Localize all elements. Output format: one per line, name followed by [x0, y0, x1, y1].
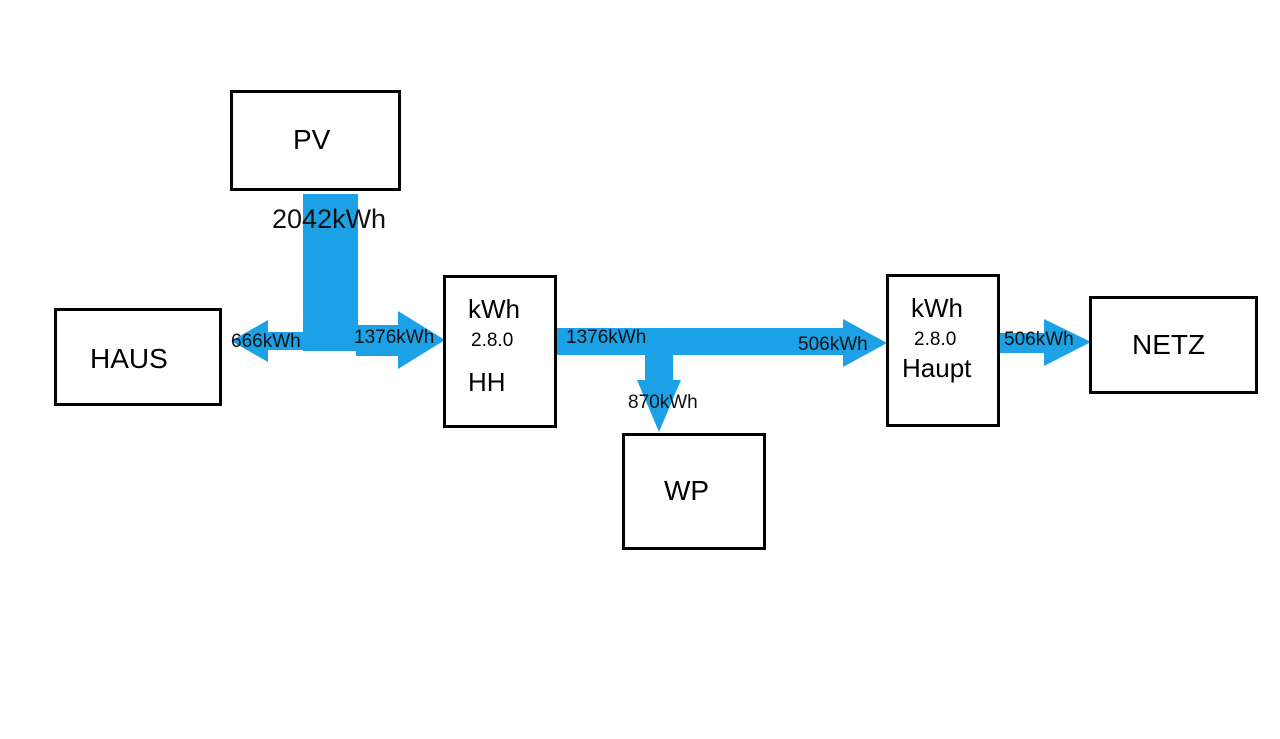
- pv-trunk-flow: [303, 194, 358, 351]
- hh-inflow-label: 1376kWh: [354, 327, 435, 348]
- wp-node: WP: [622, 433, 766, 550]
- haus-node: HAUS: [54, 308, 222, 406]
- haus-label: HAUS: [90, 343, 168, 374]
- haus-flow-shaft: [262, 332, 307, 350]
- pv-total-flow-label: 2042kWh: [272, 204, 387, 234]
- hh-meter-node: kWh 2.8.0 HH: [443, 275, 557, 428]
- netz-arrowhead: [1044, 319, 1091, 366]
- hh-meter-name: HH: [468, 367, 506, 397]
- haupt-arrowhead: [843, 319, 887, 367]
- haupt-meter-name: Haupt: [902, 353, 972, 383]
- netz-label: NETZ: [1132, 329, 1206, 360]
- netz-node: NETZ: [1089, 296, 1258, 394]
- haupt-meter-node: kWh 2.8.0 Haupt: [886, 274, 1000, 427]
- hh-meter-code: 2.8.0: [471, 330, 514, 351]
- pv-node: PV: [230, 90, 401, 191]
- netz-flow-label: 506kWh: [1004, 329, 1074, 350]
- netz-flow-shaft: [1000, 333, 1050, 353]
- wp-flow-shaft: [645, 352, 673, 382]
- haus-arrowhead: [231, 320, 268, 362]
- haupt-meter-code: 2.8.0: [914, 329, 957, 350]
- flow-shapes: [231, 194, 1091, 432]
- hh-arrowhead: [398, 311, 445, 369]
- main-flow-bar: [557, 328, 847, 355]
- haupt-inflow-label: 506kWh: [798, 334, 868, 355]
- pv-label: PV: [293, 124, 331, 155]
- hh-meter-unit: kWh: [468, 294, 520, 324]
- haus-flow-label: 666kWh: [231, 331, 301, 352]
- wp-arrowhead: [637, 380, 681, 432]
- haupt-meter-unit: kWh: [911, 293, 963, 323]
- wp-label: WP: [664, 475, 710, 506]
- wp-flow-label: 870kWh: [628, 392, 698, 413]
- hh-outflow-label: 1376kWh: [566, 327, 647, 348]
- hh-flow-shaft: [356, 325, 400, 356]
